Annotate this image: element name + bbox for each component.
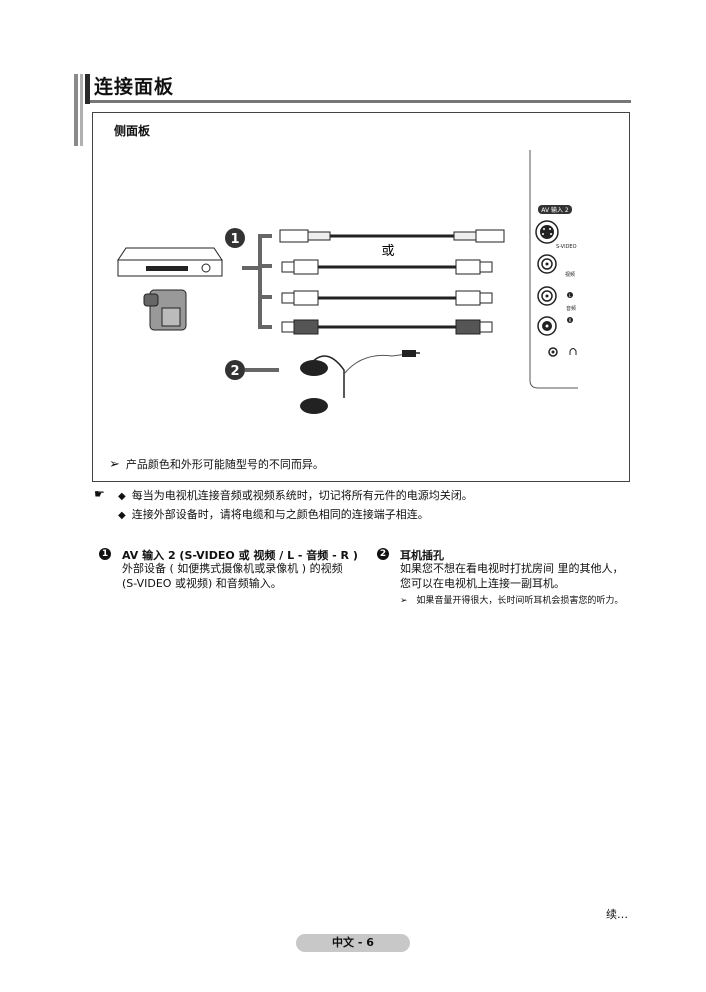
audio-l-cable	[281, 290, 493, 306]
item-2-line-2: 您可以在电视机上连接一副耳机。	[400, 577, 565, 590]
svideo-label: S-VIDEO	[556, 244, 577, 250]
hand-pointer-icon: ☛	[94, 487, 105, 501]
item-2-note-text: 如果音量开得很大，长时间听耳机会损害您的听力。	[416, 596, 624, 606]
tv-side-outline	[529, 150, 578, 389]
video-label: 视频	[565, 271, 575, 278]
av-input-label-bg	[538, 205, 572, 214]
continued-label: 续…	[606, 908, 628, 921]
item-2-note: ➢ 如果音量开得很大，长时间听耳机会损害您的听力。	[400, 593, 623, 606]
callout-1: 1	[230, 232, 239, 247]
camcorder-icon	[143, 289, 187, 331]
headphone-icon	[569, 348, 577, 355]
panel-title: 侧面板	[114, 124, 151, 138]
item-1-heading: AV 输入 2 (S-VIDEO 或 视频 / L - 音频 - R )	[122, 549, 358, 562]
callout-2-circle	[225, 360, 245, 380]
diamond-icon: ◆	[118, 510, 126, 521]
connection-panel-box	[92, 112, 630, 482]
item-2-heading: 耳机插孔	[400, 549, 444, 562]
header-side-bars	[74, 74, 90, 146]
audio-r-mark: R	[569, 318, 572, 323]
callout-1-circle	[225, 228, 245, 248]
headphones-icon	[300, 350, 420, 414]
connection-diagram: AV 输入 2 S-VIDEO 视频 L 音频 R 1 或	[117, 150, 578, 414]
page-number: 中文 - 6	[296, 934, 410, 952]
bullet-2: ◆ 连接外部设备时，请将电缆和与之颜色相同的连接端子相连。	[118, 506, 429, 522]
cable-bracket	[258, 234, 272, 329]
bullet-2-text: 连接外部设备时，请将电缆和与之颜色相同的连接端子相连。	[131, 508, 429, 521]
item-1-number: 1	[99, 548, 111, 560]
item-2-number: 2	[377, 548, 389, 560]
title-rule	[90, 100, 631, 103]
item-1-line-2: (S-VIDEO 或视频) 和音频输入。	[122, 577, 282, 590]
item-1-line-1: 外部设备 ( 如便携式摄像机或录像机 ) 的视频	[122, 562, 343, 575]
svideo-cable	[279, 229, 505, 243]
panel-note-text: 产品颜色和外形可能随型号的不同而异。	[125, 458, 324, 471]
bullet-1: ◆ 每当为电视机连接音频或视频系统时，切记将所有元件的电源均关闭。	[118, 487, 473, 503]
arrow-icon: ➢	[109, 457, 120, 472]
bullet-1-text: 每当为电视机连接音频或视频系统时，切记将所有元件的电源均关闭。	[131, 489, 473, 502]
item-2-line-1: 如果您不想在看电视时打扰房间 里的其他人，	[400, 562, 624, 575]
arrow-icon: ➢	[400, 596, 408, 606]
audio-label: 音频	[566, 305, 576, 312]
av-input-label: AV 输入 2	[541, 206, 569, 214]
or-label: 或	[381, 244, 394, 259]
audio-l-mark: L	[569, 293, 572, 298]
panel-note: ➢ 产品颜色和外形可能随型号的不同而异。	[109, 456, 324, 472]
vcr-icon	[117, 247, 223, 277]
diamond-icon: ◆	[118, 491, 126, 502]
page-title: 连接面板	[94, 76, 175, 98]
video-cable	[281, 259, 493, 275]
audio-r-cable	[281, 319, 493, 335]
callout-2: 2	[230, 364, 239, 379]
